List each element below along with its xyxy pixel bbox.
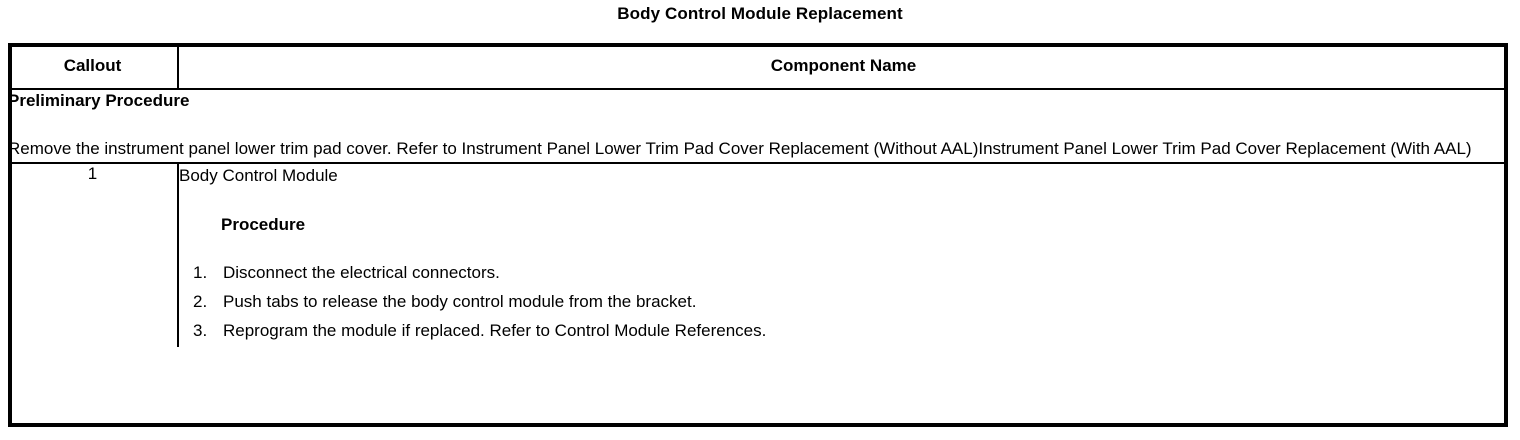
procedure-table: Callout Component Name Preliminary Proce… xyxy=(8,43,1508,347)
table-header-row: Callout Component Name xyxy=(8,43,1508,90)
preliminary-procedure-text: Remove the instrument panel lower trim p… xyxy=(8,139,1472,158)
step-text: Push tabs to release the body control mo… xyxy=(223,292,697,311)
step-number: 3. xyxy=(193,321,208,340)
step-text: Reprogram the module if replaced. Refer … xyxy=(223,321,767,340)
list-item: 3. Reprogram the module if replaced. Refe… xyxy=(179,318,1508,343)
procedure-subheading: Procedure xyxy=(221,215,306,234)
component-name-text: Body Control Module xyxy=(179,166,338,185)
table-row: 1 Body Control Module Procedure 1. Discon… xyxy=(8,163,1508,347)
list-item: 1. Disconnect the electrical connectors. xyxy=(179,260,1508,285)
column-header-callout: Callout xyxy=(8,43,179,90)
preliminary-procedure-cell: Preliminary Procedure Remove the instrum… xyxy=(8,89,1508,164)
callout-number-cell: 1 xyxy=(8,163,179,347)
page-title: Body Control Module Replacement xyxy=(617,4,903,23)
procedure-step-list: 1.Disconnect the electrical connectors. … xyxy=(179,260,1508,343)
preliminary-procedure-heading: Preliminary Procedure xyxy=(8,91,190,110)
step-number: 2. xyxy=(193,292,208,311)
preliminary-procedure-row: Preliminary Procedure Remove the instrum… xyxy=(8,89,1508,164)
column-header-component-name: Component Name xyxy=(178,43,1508,90)
step-text: Disconnect the electrical connectors. xyxy=(223,263,500,282)
step-number: 1. xyxy=(193,263,208,282)
component-detail-cell: Body Control Module Procedure 1. Disconne… xyxy=(178,163,1508,347)
list-item: 2. Push tabs to release the body control … xyxy=(179,289,1508,314)
